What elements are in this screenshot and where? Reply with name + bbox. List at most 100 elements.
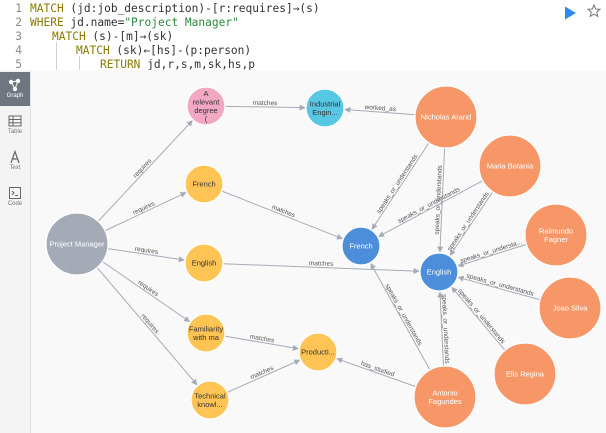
node-circle[interactable]	[414, 85, 478, 149]
node-technical[interactable]: Technicalknowl...	[190, 380, 230, 420]
sidebar-item-graph[interactable]: Graph	[0, 72, 30, 106]
code-keyword: WHERE	[30, 16, 71, 29]
run-query-icon[interactable]	[562, 5, 578, 21]
relationship-label: has_studied	[360, 360, 396, 378]
relationship-antonio-production[interactable]	[336, 357, 416, 388]
sidebar-item-text[interactable]: Text	[0, 144, 30, 178]
node-circle[interactable]	[341, 226, 381, 266]
code-keyword: RETURN	[100, 58, 148, 71]
relationship-label: speaks_or_understands	[446, 190, 491, 252]
code-text: MATCH (jd:job_description)-[r:requires]→…	[30, 2, 320, 15]
relationship-label: speaks_or_understands	[434, 164, 444, 234]
node-label: Maria Betania	[487, 162, 534, 171]
node-label: relevant	[193, 97, 221, 106]
node-pm[interactable]: Project Manager	[45, 212, 109, 276]
relationship-label: speaks_or_understands	[376, 153, 420, 215]
node-label: Project Manager	[49, 240, 105, 249]
relationship-label: matches	[249, 333, 275, 344]
line-number: 2	[15, 16, 22, 29]
relationship-pm-familiarity[interactable]	[102, 261, 191, 323]
code-line: 4 MATCH (sk)←[hs]-(p:person)	[0, 44, 251, 58]
relationship-pm-english_req[interactable]	[107, 248, 185, 263]
node-circle[interactable]	[186, 86, 226, 126]
sidebar-item-table[interactable]: Table	[0, 108, 30, 142]
code-text: MATCH (sk)←[hs]-(p:person)	[76, 44, 251, 57]
relationship-english_req-english_sk[interactable]	[222, 263, 420, 275]
relationship-nicholas-french_sk[interactable]	[371, 142, 430, 230]
relationship-label: speaks_or_understands	[397, 186, 462, 225]
relationship-label: requires	[136, 279, 160, 299]
relationship-maria-english_sk[interactable]	[449, 191, 494, 256]
node-label: French	[192, 180, 215, 189]
sidebar-item-code[interactable]: Code	[0, 180, 30, 214]
node-nicholas[interactable]: Nicholas Arand	[414, 85, 478, 149]
relationship-technical-production[interactable]	[227, 359, 301, 393]
node-circle[interactable]	[298, 332, 338, 372]
node-production[interactable]: Producti...	[298, 332, 338, 372]
node-circle[interactable]	[524, 203, 588, 267]
code-text: WHERE jd.name="Project Manager"	[30, 16, 239, 29]
node-circle[interactable]	[45, 212, 109, 276]
graph-visualization[interactable]: requiresrequiresrequiresrequiresrequires…	[31, 70, 606, 433]
relationship-label: matches	[309, 260, 335, 268]
node-circle[interactable]	[190, 380, 230, 420]
relationship-familiarity-production[interactable]	[224, 335, 299, 351]
favorite-star-icon[interactable]	[587, 4, 601, 18]
node-joao[interactable]: Joao Silva	[538, 276, 602, 340]
relationship-maria-french_sk[interactable]	[378, 180, 483, 237]
node-circle[interactable]	[493, 342, 557, 406]
relationship-pm-technical[interactable]	[96, 267, 198, 386]
node-circle[interactable]	[413, 365, 477, 429]
node-circle[interactable]	[186, 313, 226, 353]
relationship-degree-industrial[interactable]	[224, 104, 306, 111]
relationship-label: matches	[253, 100, 278, 107]
node-french_req[interactable]: French	[184, 164, 224, 204]
relationship-nicholas-english_sk[interactable]	[437, 147, 446, 253]
line-number: 4	[15, 44, 22, 57]
node-maria[interactable]: Maria Betania	[478, 134, 542, 198]
node-label: English	[192, 259, 217, 268]
relationship-antonio-english_sk[interactable]	[437, 291, 445, 367]
node-circle[interactable]	[538, 276, 602, 340]
node-circle[interactable]	[305, 88, 345, 128]
code-keyword: MATCH	[30, 2, 71, 15]
line-number: 3	[15, 30, 22, 43]
relationship-raimundo-english_sk[interactable]	[457, 243, 527, 268]
relationship-pm-french_req[interactable]	[104, 192, 187, 232]
relationship-nicholas-industrial[interactable]	[344, 106, 416, 116]
node-english_sk[interactable]: English	[419, 252, 459, 292]
node-label: Producti...	[301, 348, 335, 357]
relationship-pm-degree[interactable]	[97, 120, 193, 222]
code-token: (sk)←[hs]-(p:person)	[116, 44, 252, 57]
node-label: with ma	[192, 333, 220, 342]
relationship-label: worked_as	[363, 104, 397, 113]
sidebar-item-label: Code	[7, 201, 23, 207]
node-elis[interactable]: Elis Regina	[493, 342, 557, 406]
relationship-label: speaks_or_understands	[383, 283, 423, 348]
node-circle[interactable]	[419, 252, 459, 292]
view-sidebar: Graph Table Text Code	[0, 70, 31, 433]
node-circle[interactable]	[478, 134, 542, 198]
node-label: Raimundo	[539, 226, 573, 235]
node-circle[interactable]	[184, 164, 224, 204]
node-industrial[interactable]: IndustrialEngin...	[305, 88, 345, 128]
code-keyword: MATCH	[76, 44, 117, 57]
node-circle[interactable]	[184, 243, 224, 283]
relationship-antonio-french_sk[interactable]	[370, 262, 431, 371]
sidebar-item-label: Table	[7, 129, 23, 135]
node-french_sk[interactable]: French	[341, 226, 381, 266]
relationship-elis-english_sk[interactable]	[451, 286, 506, 351]
relationship-french_req-french_sk[interactable]	[221, 190, 343, 240]
node-label: Technical	[194, 391, 226, 400]
relationship-joao-english_sk[interactable]	[457, 275, 541, 301]
node-english_req[interactable]: English	[184, 243, 224, 283]
